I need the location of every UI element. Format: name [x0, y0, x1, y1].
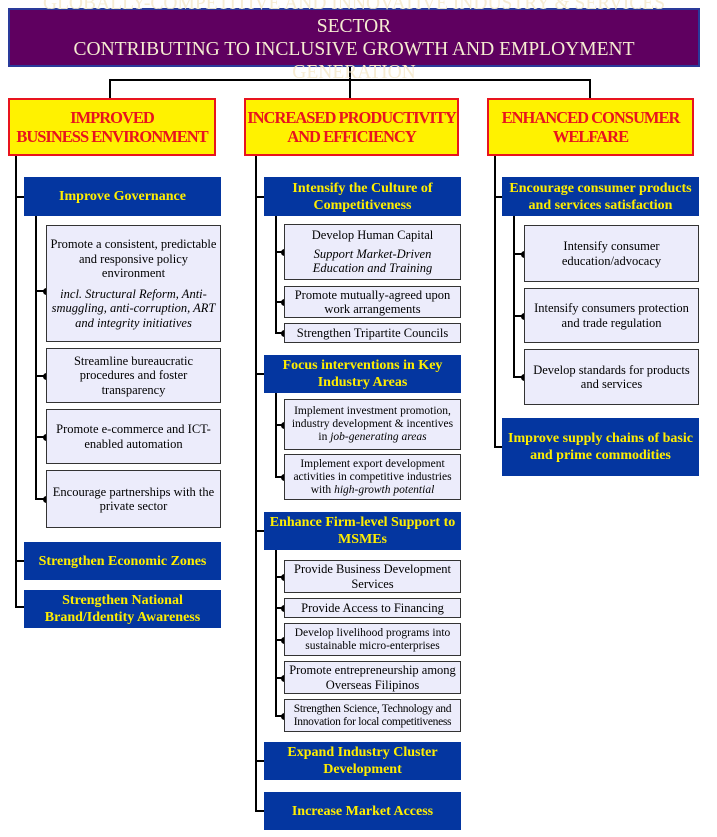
- connector: [513, 253, 524, 255]
- strategy-box: Streamline bureaucratic procedures and f…: [46, 348, 221, 403]
- connector: [275, 476, 284, 478]
- connector: [275, 576, 284, 578]
- connector: [494, 156, 496, 448]
- strategy-box: Intensify consumer education/advocacy: [524, 225, 699, 282]
- main-goal: GLOBALLY-COMPETITIVE AND INNOVATIVE INDU…: [8, 0, 700, 83]
- strategy-box: Promote a consistent, predictable and re…: [46, 225, 221, 342]
- connector: [255, 156, 257, 811]
- box-text: WELFARE: [552, 127, 629, 146]
- connector: [15, 196, 24, 198]
- connector: [35, 216, 37, 500]
- box-text: AND EFFICIENCY: [287, 127, 417, 146]
- connector: [275, 251, 284, 253]
- box-text: BUSINESS ENVIRONMENT: [16, 127, 208, 146]
- strategy-box: Encourage partnerships with the private …: [46, 470, 221, 528]
- connector: [275, 393, 277, 478]
- box-text: Implement investment promotion, industry…: [291, 405, 454, 443]
- connector: [275, 332, 284, 334]
- strategy-box: Promote e-commerce and ICT-enabled autom…: [46, 409, 221, 464]
- connector: [275, 301, 284, 303]
- box-text: GLOBALLY-COMPETITIVE AND INNOVATIVE INDU…: [42, 0, 666, 37]
- connector: [589, 79, 591, 98]
- objective-market-access: Increase Market Access: [264, 792, 461, 830]
- objective-consumer-satisfaction: Encourage consumer products and services…: [502, 177, 699, 216]
- connector: [255, 373, 264, 375]
- connector: [275, 550, 277, 717]
- strategy-box: Strengthen Science, Technology and Innov…: [284, 699, 461, 732]
- objective-national-brand: Strengthen National Brand/Identity Aware…: [24, 590, 221, 628]
- connector: [275, 424, 284, 426]
- strategy-box: Develop standards for products and servi…: [524, 349, 699, 405]
- connector: [513, 315, 524, 317]
- connector: [255, 196, 264, 198]
- objective-economic-zones: Strengthen Economic Zones: [24, 542, 221, 580]
- connector: [275, 715, 284, 717]
- connector: [513, 376, 524, 378]
- connector: [15, 560, 24, 562]
- box-text: INCREASED PRODUCTIVITY: [247, 108, 457, 127]
- connector: [35, 290, 46, 292]
- connector: [494, 196, 502, 198]
- strategy-box: Develop livelihood programs into sustain…: [284, 623, 461, 656]
- connector: [255, 760, 264, 762]
- connector: [35, 436, 46, 438]
- objective-msme-support: Enhance Firm-level Support to MSMEs: [264, 512, 461, 550]
- connector: [275, 607, 284, 609]
- strategy-box: Provide Access to Financing: [284, 598, 461, 618]
- strategy-box: Promote mutually-agreed upon work arrang…: [284, 286, 461, 318]
- strategy-box: Implement export development activities …: [284, 454, 461, 500]
- strategy-box: Intensify consumers protection and trade…: [524, 288, 699, 343]
- box-text: ENHANCED CONSUMER: [501, 108, 681, 127]
- connector: [349, 79, 351, 98]
- box-text: incl. Structural Reform, Anti-smuggling,…: [51, 286, 216, 330]
- strategy-box: Implement investment promotion, industry…: [284, 399, 461, 450]
- objective-competitiveness: Intensify the Culture of Competitiveness: [264, 177, 461, 216]
- objective-key-industries: Focus interventions in Key Industry Area…: [264, 355, 461, 393]
- connector: [494, 446, 502, 448]
- connector: [255, 530, 264, 532]
- connector: [349, 67, 351, 81]
- connector: [109, 79, 111, 98]
- connector: [275, 216, 277, 334]
- connector: [15, 606, 24, 608]
- strategy-box: Provide Business Development Services: [284, 560, 461, 593]
- connector: [513, 216, 515, 378]
- box-text: IMPROVED: [70, 108, 155, 127]
- connector: [255, 810, 264, 812]
- strategy-box: Promote entrepreneurship among Overseas …: [284, 661, 461, 694]
- connector: [15, 156, 17, 608]
- connector: [35, 498, 46, 500]
- box-text: high-growth potential: [334, 484, 435, 496]
- objective-supply-chains: Improve supply chains of basic and prime…: [502, 418, 699, 476]
- connector: [275, 639, 284, 641]
- box-text: Support Market-Driven Education and Trai…: [312, 246, 433, 276]
- connector: [275, 677, 284, 679]
- box-text: Promote a consistent, predictable and re…: [50, 237, 217, 280]
- strategy-box: Strengthen Tripartite Councils: [284, 323, 461, 343]
- objective-governance: Improve Governance: [24, 177, 221, 216]
- box-text: Develop Human Capital: [311, 228, 434, 243]
- box-text: Implement export development activities …: [293, 458, 452, 496]
- box-text: CONTRIBUTING TO INCLUSIVE GROWTH AND EMP…: [73, 38, 635, 83]
- box-text: job-generating areas: [330, 431, 427, 443]
- objective-industry-cluster: Expand Industry Cluster Development: [264, 742, 461, 780]
- connector: [35, 375, 46, 377]
